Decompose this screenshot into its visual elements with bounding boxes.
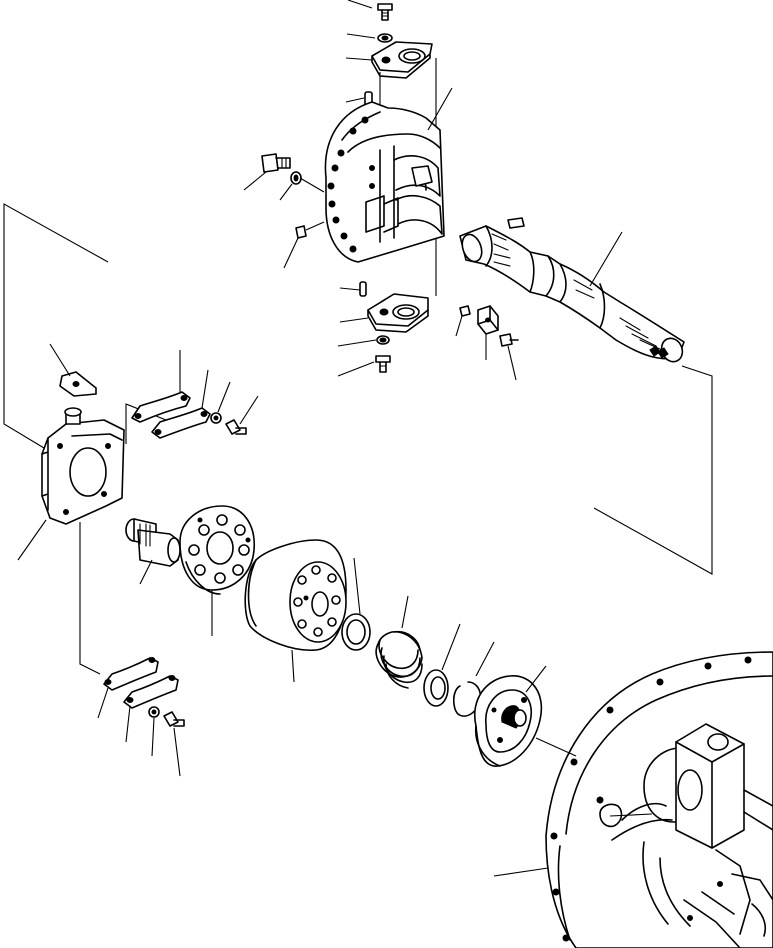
leader-bolt-lower-link — [174, 728, 180, 776]
dowel-pin — [460, 306, 470, 316]
washer-lower — [377, 336, 389, 344]
washer-top — [378, 34, 392, 42]
leader-spring — [402, 596, 408, 628]
washer-upper-link — [211, 413, 221, 423]
pump-body — [546, 652, 773, 948]
leader-plug-bolt — [244, 172, 266, 190]
cylinder-block — [245, 540, 346, 650]
link-upper — [132, 392, 190, 422]
leader-pin-top — [346, 98, 364, 102]
snap-ring — [454, 682, 481, 716]
screw-top — [378, 4, 392, 20]
bolt-upper-link — [226, 420, 246, 434]
link-lower — [104, 658, 158, 691]
bolt-lower-link — [164, 712, 184, 726]
pin-lower — [360, 282, 366, 296]
leader-retainer-top — [346, 58, 372, 60]
leader-piston-shoe — [140, 560, 152, 584]
shaft-key — [508, 218, 524, 228]
spring — [376, 632, 422, 688]
guide-pump-port — [610, 814, 652, 816]
screw-lower — [376, 356, 390, 372]
retainer-plate-top — [372, 42, 432, 78]
spacer-ring — [342, 614, 370, 650]
washer-lower-link — [149, 707, 159, 717]
guide-plug-small — [306, 222, 324, 230]
plug-washer — [291, 172, 301, 184]
block-guide — [478, 306, 498, 334]
leader-cylinder-block — [292, 650, 294, 682]
leader-washer-top — [347, 34, 375, 38]
plate-bracket — [60, 372, 96, 396]
seal-ring — [424, 670, 448, 706]
leader-washer-lower-link — [152, 718, 154, 756]
swash-plate-cover — [42, 408, 124, 524]
plug-small — [296, 226, 306, 238]
leader-retainer-lower — [340, 318, 368, 322]
leader-pin-lower — [340, 288, 360, 290]
leader-link-lower — [98, 688, 108, 718]
leader-plug-small — [284, 238, 298, 268]
leader-screw-top — [348, 0, 372, 8]
leader-valve-plate — [526, 666, 546, 692]
leader-pump-body — [494, 868, 548, 876]
leader-bolt-upper-link — [240, 396, 258, 424]
leader-plug-to-housing — [300, 178, 324, 192]
frame-line-shaft — [594, 366, 712, 574]
frame-line-lower — [80, 522, 100, 674]
plug-bolt — [262, 154, 290, 172]
leader-plate-bracket — [50, 344, 70, 376]
screw-guide — [500, 334, 518, 346]
piston-shoe — [126, 519, 180, 566]
leader-washer-lower — [338, 340, 376, 346]
leader-swash-plate-cover — [18, 520, 46, 560]
housing — [325, 102, 444, 262]
retainer-plate-lower — [368, 294, 428, 332]
leader-washer-upper-link — [218, 382, 230, 412]
leader-screw-guide — [508, 346, 516, 380]
leader-screw-lower — [338, 362, 374, 376]
valve-plate — [475, 676, 542, 766]
leader-drive-shaft — [590, 232, 622, 286]
leader-snap-ring — [476, 642, 494, 676]
leader-plug-washer — [280, 184, 292, 200]
leader-dowel-pin — [456, 316, 462, 336]
shoe-plate — [180, 506, 254, 594]
leader-spacer-ring — [354, 558, 360, 614]
frame-line-link — [126, 404, 176, 444]
leader-housing — [428, 88, 452, 130]
drive-shaft — [459, 226, 686, 365]
link-upper-2 — [152, 408, 210, 438]
link-lower-2 — [124, 676, 178, 709]
leader-link-lower-2 — [126, 706, 130, 742]
frame-line-upper — [4, 204, 108, 448]
guide-valve-plate — [536, 738, 576, 756]
leader-seal-ring — [442, 624, 460, 670]
leader-link-upper-2 — [202, 370, 208, 408]
